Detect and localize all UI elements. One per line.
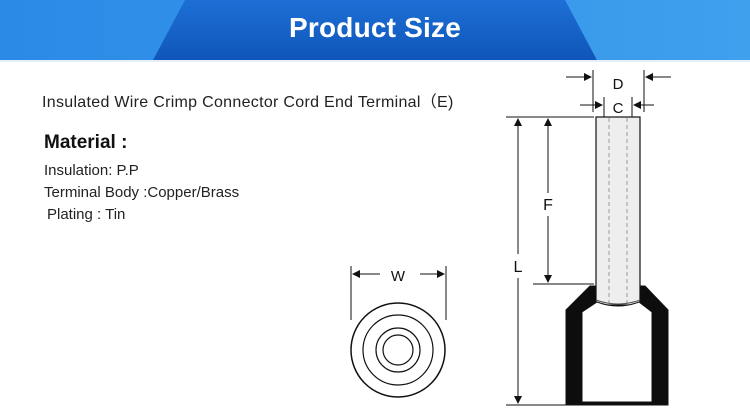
dim-c-label: C: [613, 100, 624, 117]
material-plating: Plating : Tin: [47, 206, 126, 223]
banner-title: Product Size: [289, 12, 461, 43]
dim-d-label: D: [613, 76, 624, 93]
dim-f: F: [533, 116, 594, 285]
dim-w-label: W: [391, 268, 406, 285]
material-heading: Material :: [44, 132, 128, 153]
side-view: [565, 116, 669, 406]
material-terminal-body: Terminal Body :Copper/Brass: [44, 184, 240, 201]
product-title: Insulated Wire Crimp Connector Cord End …: [42, 94, 454, 111]
dim-l-label: L: [514, 259, 523, 276]
dim-l: L: [506, 116, 566, 406]
end-view: W: [350, 266, 447, 398]
material-insulation: Insulation: P.P: [44, 162, 139, 179]
banner: Product Size: [0, 0, 750, 62]
dim-c: C: [580, 97, 654, 117]
dim-f-label: F: [543, 197, 553, 214]
banner-background: [0, 0, 750, 62]
